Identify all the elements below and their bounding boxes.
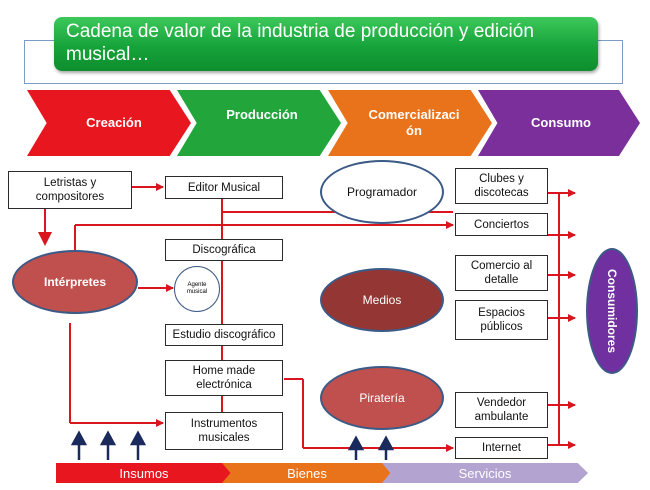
diagram-title: Cadena de valor de la industria de produ… — [54, 17, 598, 71]
editor-musical-box: Editor Musical — [165, 176, 283, 199]
espacios-publicos-box: Espacios públicos — [455, 300, 548, 340]
clubes-discotecas-box: Clubes y discotecas — [455, 168, 548, 204]
comercio-detalle-box: Comercio al detalle — [455, 255, 548, 291]
pirateria-label: Piratería — [359, 391, 405, 405]
interpretes-label: Intérpretes — [43, 275, 107, 289]
stage-label: Comercializaci ón — [368, 107, 460, 138]
vendedor-ambulante-box: Vendedor ambulante — [455, 392, 548, 428]
band-label: Servicios — [458, 465, 512, 481]
interpretes-ellipse: Intérpretes — [12, 250, 138, 314]
estudio-discografico-box: Estudio discográfico — [165, 324, 283, 346]
stage-label: Creación — [86, 115, 142, 130]
medios-label: Medios — [362, 293, 402, 307]
stage-chevron-consumo: Consumo — [478, 90, 640, 156]
programador-label: Programador — [346, 185, 418, 199]
stage-chevron-comercializacion: Comercializaci ón — [328, 90, 492, 156]
stage-chevron-creacion: Creación — [27, 90, 191, 156]
internet-box: Internet — [455, 437, 548, 459]
instrumentos-musicales-box: Instrumentos musicales — [165, 412, 283, 450]
stage-chevron-produccion: Producción — [177, 90, 341, 156]
band-label: Insumos — [119, 465, 169, 481]
band-insumos: Insumos — [56, 463, 232, 483]
medios-ellipse: Medios — [320, 268, 444, 332]
programador-ellipse: Programador — [320, 160, 444, 224]
conciertos-box: Conciertos — [455, 213, 548, 236]
letristas-compositores-box: Letristas y compositores — [8, 171, 132, 209]
home-made-electronica-box: Home made electrónica — [165, 360, 283, 396]
agente-musical-label: Agente musical — [186, 282, 208, 295]
consumidores-label: Consumidores — [605, 268, 619, 353]
consumidores-ellipse: Consumidores — [586, 248, 638, 374]
band-servicios: Servicios — [382, 463, 588, 483]
stage-label: Consumo — [531, 115, 591, 130]
discografica-box: Discográfica — [165, 239, 283, 261]
band-bienes: Bienes — [222, 463, 392, 483]
agente-musical-ellipse: Agente musical — [174, 266, 220, 312]
band-label: Bienes — [287, 465, 327, 481]
pirateria-ellipse: Piratería — [320, 366, 444, 430]
stage-label: Producción — [226, 107, 298, 122]
